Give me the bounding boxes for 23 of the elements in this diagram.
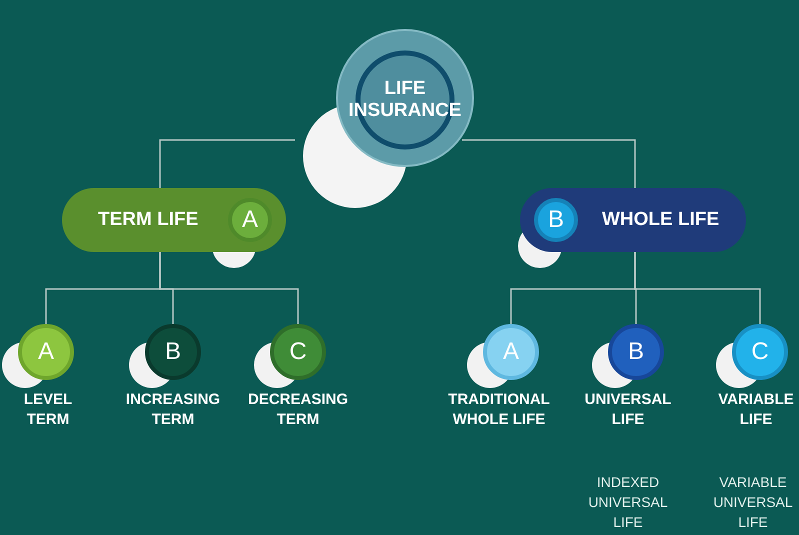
category-label: DECREASING TERM	[246, 390, 349, 430]
category-label: LEVEL TERM	[22, 390, 74, 430]
connector-line	[159, 139, 295, 188]
note-text: VARIABLE UNIVERSAL LIFE	[712, 473, 794, 532]
letter-badge: B	[608, 324, 664, 380]
category-label: INCREASING TERM	[124, 390, 222, 430]
connector-line	[159, 252, 299, 324]
connector-line	[462, 139, 636, 188]
letter-badge: C	[270, 324, 326, 380]
letter-badge: A	[483, 324, 539, 380]
category-label: UNIVERSAL LIFE	[584, 390, 672, 430]
category-label: VARIABLE LIFE	[717, 390, 795, 430]
letter-badge: B	[145, 324, 201, 380]
hub-title: LIFE INSURANCE	[348, 78, 462, 122]
note-text: INDEXED UNIVERSAL LIFE	[587, 473, 669, 532]
pill-label: WHOLE LIFE	[602, 208, 720, 232]
letter-badge: C	[732, 324, 788, 380]
letter-badge: A	[228, 198, 272, 242]
connector-line	[634, 252, 761, 324]
category-label: TRADITIONAL WHOLE LIFE	[447, 390, 551, 430]
letter-badge: B	[534, 198, 578, 242]
pill-label: TERM LIFE	[98, 208, 198, 232]
letter-badge: A	[18, 324, 74, 380]
